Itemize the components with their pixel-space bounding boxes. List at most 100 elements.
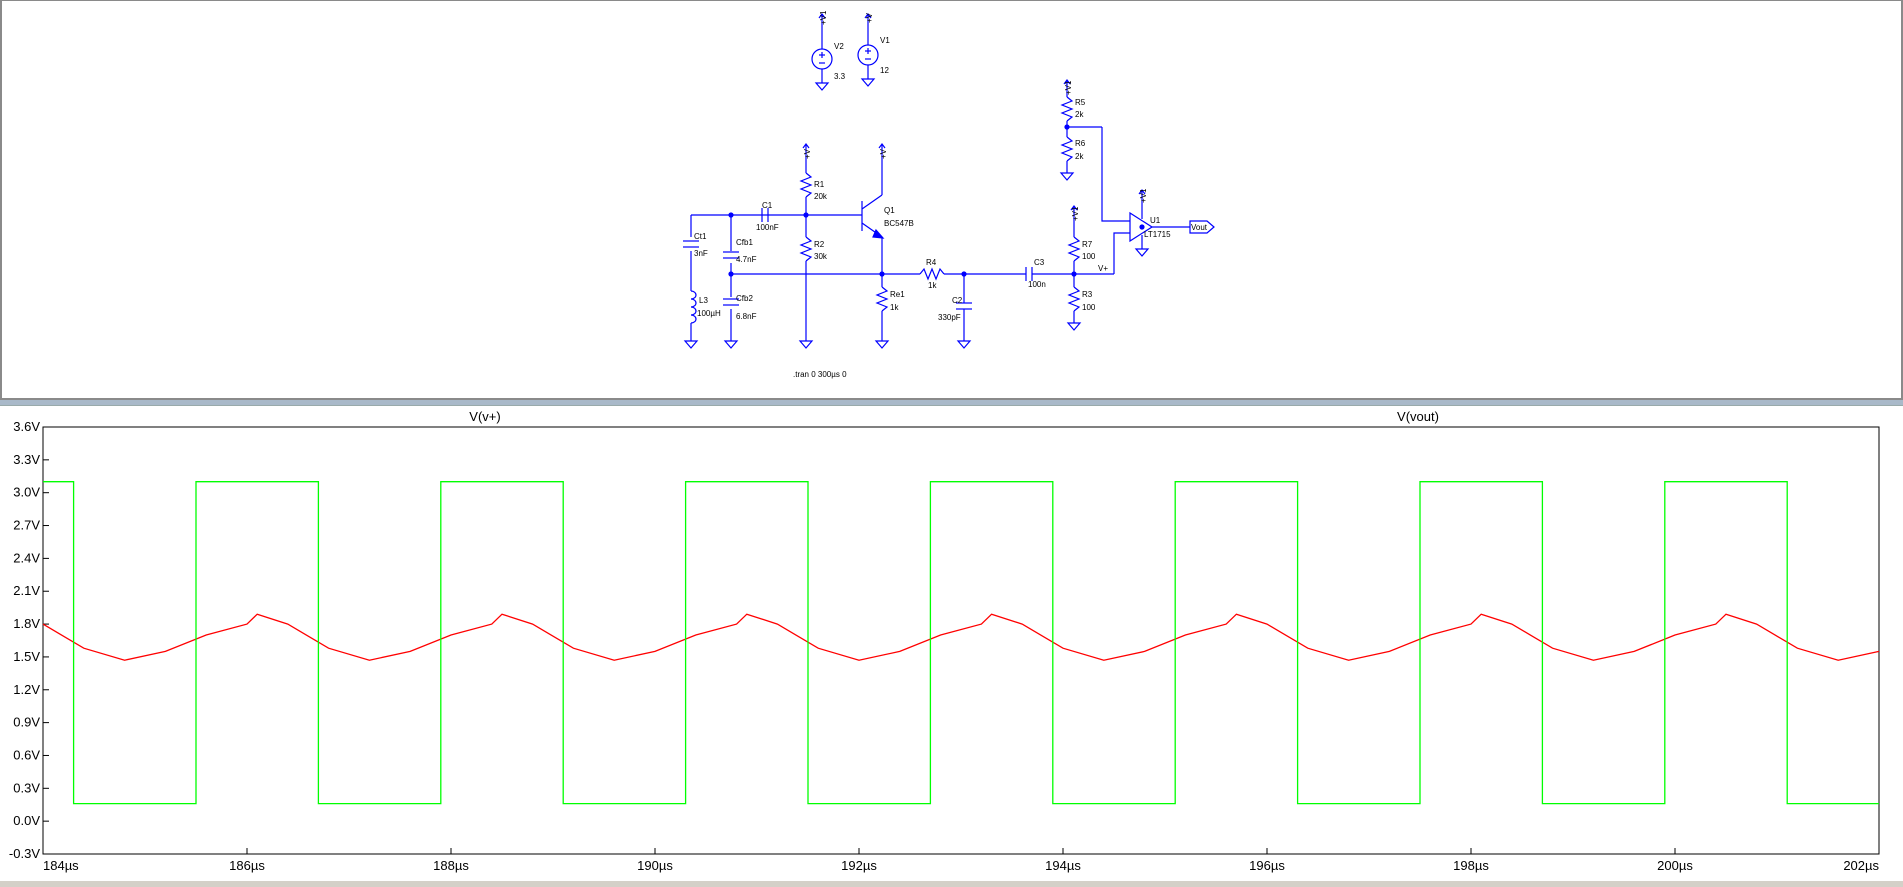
label-v2-value: 3.3 xyxy=(834,72,846,81)
x-tick-label: 188µs xyxy=(433,858,469,873)
schematic-labels: +V1 V2 3.3 +V V1 12 +V R1 20k R2 30k C1 … xyxy=(694,10,1208,379)
inductor-l3[interactable] xyxy=(690,290,697,324)
y-tick-label: 3.6V xyxy=(13,419,40,434)
y-tick-label: 3.0V xyxy=(13,485,40,500)
y-tick-label: 3.3V xyxy=(13,452,40,467)
label-cfb2-value: 6.8nF xyxy=(736,312,757,321)
label-v1-ref: V1 xyxy=(880,36,890,45)
x-tick-label: 190µs xyxy=(637,858,673,873)
label-u1-node: +V1 xyxy=(1139,188,1148,203)
net-label-vplus: V+ xyxy=(1098,264,1108,273)
label-r5-value: 2k xyxy=(1075,110,1084,119)
y-tick-label: 0.9V xyxy=(13,715,40,730)
y-tick-label: 0.6V xyxy=(13,747,40,762)
source-v1[interactable] xyxy=(857,21,879,87)
trace-label-vplus[interactable]: V(v+) xyxy=(469,409,500,424)
y-tick-label: 2.1V xyxy=(13,583,40,598)
label-r3-value: 100 xyxy=(1082,303,1096,312)
resistor-r3[interactable] xyxy=(1066,274,1082,331)
waveform-plot[interactable]: 3.6V 3.3V 3.0V 2.7V 2.4V 2.1V 1.8V 1.5V 1.2V 0.9V… xyxy=(0,406,1903,882)
label-v1-value: 12 xyxy=(880,66,889,75)
label-r6-value: 2k xyxy=(1075,152,1084,161)
label-ct1-value: 3nF xyxy=(694,249,708,258)
x-tick-label: 194µs xyxy=(1045,858,1081,873)
label-r4-value: 1k xyxy=(928,281,937,290)
label-c1-ref: C1 xyxy=(762,201,773,210)
label-re1-ref: Re1 xyxy=(890,290,905,299)
y-tick-label: 2.4V xyxy=(13,550,40,565)
label-r1-value: 20k xyxy=(814,192,828,201)
x-tick-label: 200µs xyxy=(1657,858,1693,873)
comparator-u1[interactable] xyxy=(1129,197,1190,257)
label-c2-ref: C2 xyxy=(952,296,963,305)
label-l3-ref: L3 xyxy=(699,296,708,305)
label-re1-value: 1k xyxy=(890,303,899,312)
trace-label-vout[interactable]: V(vout) xyxy=(1397,409,1439,424)
label-r2-ref: R2 xyxy=(814,240,825,249)
label-q1-ref: Q1 xyxy=(884,206,895,215)
capacitor-ct1[interactable] xyxy=(683,240,699,248)
resistor-r6[interactable] xyxy=(1059,136,1075,181)
label-q1-value: BC547B xyxy=(884,219,914,228)
x-tick-label: 184µs xyxy=(43,858,79,873)
y-tick-label: 1.8V xyxy=(13,616,40,631)
label-r3-ref: R3 xyxy=(1082,290,1093,299)
label-r5-ref: R5 xyxy=(1075,98,1086,107)
net-flag-vout[interactable] xyxy=(1189,220,1215,234)
source-v2[interactable] xyxy=(811,21,833,91)
y-tick-label: 0.3V xyxy=(13,780,40,795)
label-r6-ref: R6 xyxy=(1075,139,1086,148)
label-c2-value: 330pF xyxy=(938,313,961,322)
tank-circuit xyxy=(683,212,884,349)
label-u1-value: LT1715 xyxy=(1144,230,1171,239)
label-ct1-ref: Ct1 xyxy=(694,232,707,241)
trace-vplus[interactable] xyxy=(42,613,1880,661)
capacitor-c1[interactable] xyxy=(761,208,769,222)
label-c1-value: 100nF xyxy=(756,223,779,232)
plot-frame xyxy=(42,426,1880,855)
x-tick-label: 198µs xyxy=(1453,858,1489,873)
transistor-q1[interactable] xyxy=(861,151,885,274)
label-v2-node: +V1 xyxy=(819,10,828,25)
label-v2-ref: V2 xyxy=(834,42,844,51)
resistor-re1[interactable] xyxy=(874,271,890,349)
resistor-r7[interactable] xyxy=(1067,213,1081,274)
y-tick-label: 2.7V xyxy=(13,518,40,533)
trace-vout[interactable] xyxy=(43,481,1879,805)
plot-traces xyxy=(42,481,1880,805)
pane-splitter[interactable] xyxy=(0,400,1903,405)
spice-directive: .tran 0 300µs 0 xyxy=(793,370,847,379)
label-r5-node: +V1 xyxy=(1064,80,1073,95)
label-cfb1-value: 4.7nF xyxy=(736,255,757,264)
y-tick-label: -0.3V xyxy=(9,846,40,861)
waveform-pane[interactable]: 3.6V 3.3V 3.0V 2.7V 2.4V 2.1V 1.8V 1.5V 1.2V 0.9V… xyxy=(0,405,1903,881)
label-cfb2-ref: Cfb2 xyxy=(736,294,753,303)
net-label-vout: Vout xyxy=(1191,223,1208,232)
y-axis: 3.6V 3.3V 3.0V 2.7V 2.4V 2.1V 1.8V 1.5V 1.2V 0.9V… xyxy=(9,419,49,861)
label-r7-node: +V1 xyxy=(1071,206,1080,221)
schematic-canvas[interactable]: +V1 V2 3.3 +V V1 12 +V R1 20k R2 30k C1 … xyxy=(2,1,1901,399)
resistor-r4[interactable] xyxy=(882,267,1026,281)
y-tick-label: 1.2V xyxy=(13,682,40,697)
resistor-r1[interactable] xyxy=(799,151,813,237)
resistor-r2[interactable] xyxy=(798,236,814,349)
label-q1-node: +V xyxy=(879,148,888,159)
label-r4-ref: R4 xyxy=(926,258,937,267)
capacitor-cfb2[interactable] xyxy=(723,298,739,306)
label-r1-node: +V xyxy=(803,148,812,159)
capacitor-cfb1[interactable] xyxy=(723,251,739,259)
label-v1-node: +V xyxy=(865,12,874,23)
x-tick-label: 196µs xyxy=(1249,858,1285,873)
capacitor-c2[interactable] xyxy=(956,274,972,349)
x-tick-label: 202µs xyxy=(1843,858,1879,873)
y-tick-label: 0.0V xyxy=(13,813,40,828)
label-u1-ref: U1 xyxy=(1150,216,1161,225)
label-l3-value: 100µH xyxy=(697,309,721,318)
schematic-pane[interactable]: +V1 V2 3.3 +V V1 12 +V R1 20k R2 30k C1 … xyxy=(0,0,1903,400)
y-tick-label: 1.5V xyxy=(13,649,40,664)
label-c3-ref: C3 xyxy=(1034,258,1045,267)
x-tick-label: 192µs xyxy=(841,858,877,873)
label-r7-value: 100 xyxy=(1082,252,1096,261)
supply-arrows xyxy=(802,13,1146,213)
